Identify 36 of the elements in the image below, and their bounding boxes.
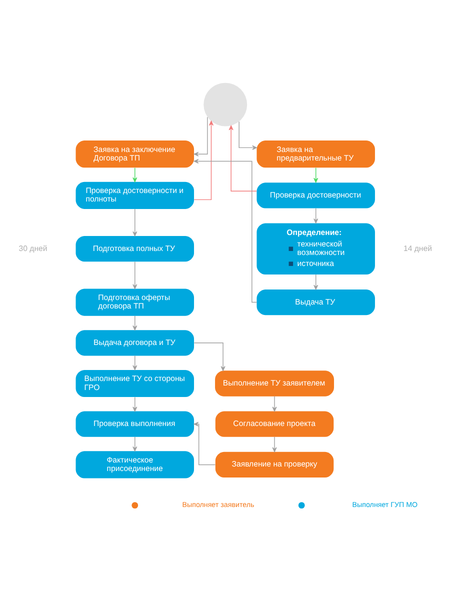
arrow [132,208,138,236]
arrow [272,396,277,412]
arrow [132,354,138,370]
label: 30 дней [18,243,48,252]
arrow [132,396,138,412]
arrow [194,116,208,156]
arrow [132,315,138,330]
node-box: Проверка выполнения [76,410,194,436]
arrow [132,167,138,182]
arrow [272,436,277,452]
node-box: Выдача договора и ТУ [76,330,194,356]
arrow [194,158,258,302]
node-box: Заявление на проверку [215,451,334,478]
node-box: Выполнение ТУ со стороны ГРО [76,369,194,397]
node-box: Проверка достоверности [256,182,375,208]
arrow [132,260,138,289]
arrow [314,208,318,223]
node-box: Проверка достоверности и полноты [76,181,194,208]
arrow [314,167,318,182]
arrow [238,120,258,150]
node-box: Заявка на заключение Договора ТП [76,140,194,168]
node-box: Согласование проекта [215,410,334,436]
arrow [228,124,257,191]
arrow [194,120,214,200]
node-box: Подготовка оферты договора ТП [76,288,194,316]
arrow [194,421,216,465]
node-box: Выполнение ТУ заявителем [215,370,334,396]
node-box: Заявка на предварительные ТУ [256,140,375,168]
arrow [194,342,226,370]
node-box: Определение: технической возможности источника [256,222,375,274]
node-box: Фактическое присоединение [76,450,194,478]
node-box: Выдача ТУ [256,288,375,315]
node-box: Подготовка полных ТУ [76,236,194,262]
label: 14 дней [403,243,432,252]
arrow [132,436,138,451]
arrow [314,274,318,290]
